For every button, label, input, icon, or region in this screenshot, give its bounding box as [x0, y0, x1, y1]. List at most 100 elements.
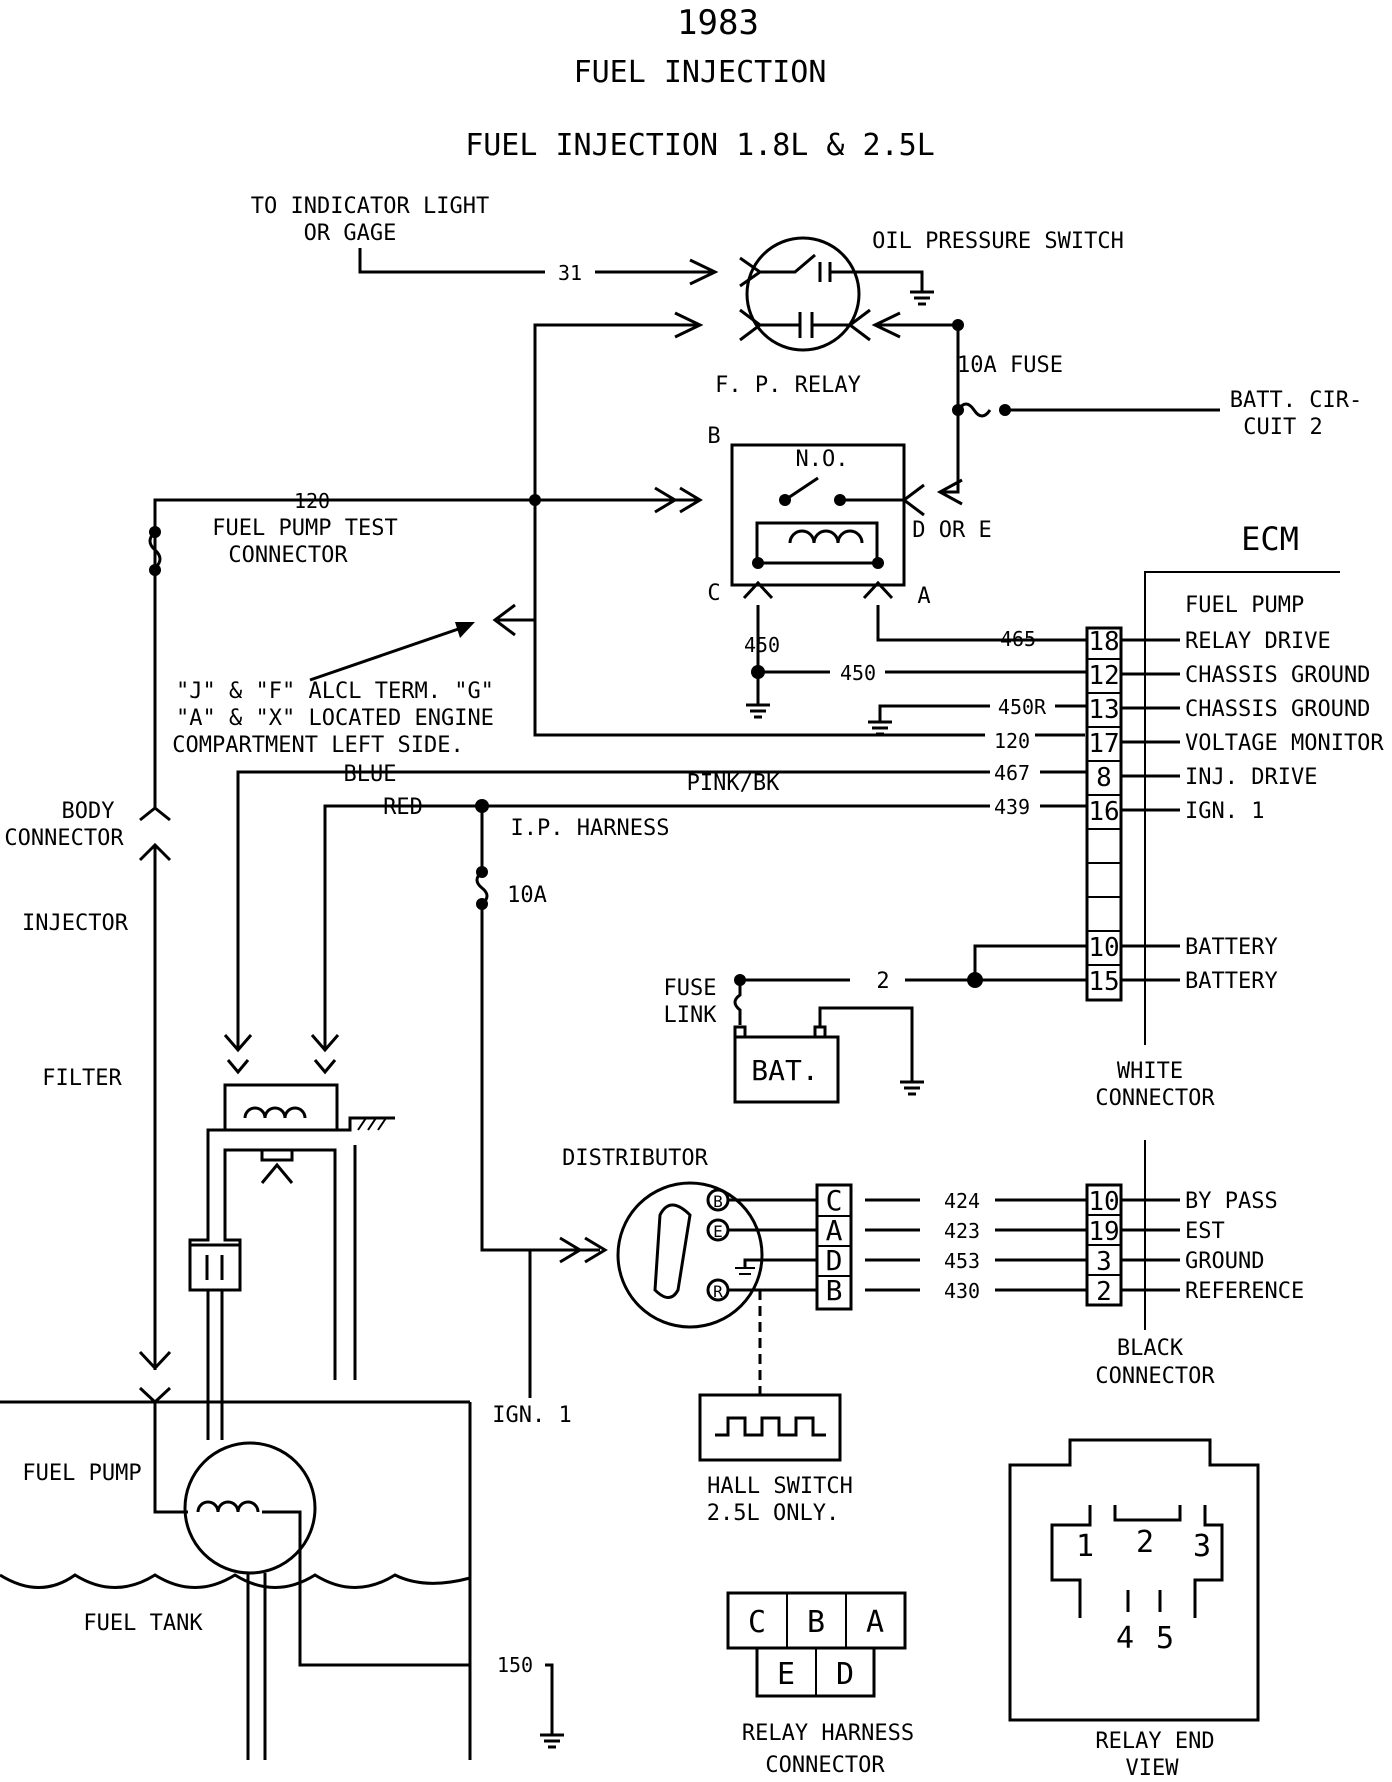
- injector-arrow-right: [310, 1034, 340, 1053]
- black-pin-3: 3: [1096, 1247, 1112, 1277]
- arrow-fuse-to-relay: [871, 311, 901, 339]
- relay-end-pin-1: 1: [1076, 1529, 1094, 1564]
- relay-no-label: N.O.: [796, 447, 849, 472]
- black-pin-19-function: EST: [1185, 1219, 1225, 1244]
- ecm-boundary-upper: [1144, 571, 1340, 1045]
- wire-453-label: 453: [944, 1249, 980, 1273]
- fuel-line-outer: [188, 1128, 337, 1380]
- dist-conn-d: D: [826, 1244, 843, 1277]
- fuel-pump-test-label-2: CONNECTOR: [228, 543, 348, 568]
- fuel-filter-symbol: [188, 1243, 242, 1292]
- ign-1-label: IGN. 1: [492, 1403, 571, 1428]
- relay-a-terminal: [862, 580, 894, 600]
- relay-harness-d: D: [836, 1657, 854, 1692]
- injector-body: [223, 1083, 339, 1132]
- relay-a-label: A: [917, 584, 930, 609]
- oil-pressure-switch-symbol: [745, 236, 861, 352]
- fuel-tank-label: FUEL TANK: [83, 1611, 203, 1636]
- injector-terminal-right: [313, 1059, 337, 1075]
- white-pin-12-function: CHASSIS GROUND: [1185, 663, 1370, 688]
- white-pin-15-function: BATTERY: [1185, 969, 1278, 994]
- injector-label: INJECTOR: [22, 911, 129, 936]
- relay-harness-label-2: CONNECTOR: [765, 1753, 885, 1778]
- wire-31-label: 31: [558, 261, 582, 285]
- white-pin-10-function: BATTERY: [1185, 935, 1278, 960]
- wire-battery-ground: [818, 1006, 914, 1082]
- dist-conn-c: C: [826, 1184, 843, 1217]
- ecm-label: ECM: [1241, 520, 1299, 558]
- diagram-subheading: FUEL INJECTION 1.8L & 2.5L: [465, 128, 935, 163]
- diagram-year: 1983: [677, 3, 759, 43]
- wire-430-label: 430: [944, 1279, 980, 1303]
- injector-nozzle: [260, 1148, 294, 1162]
- fuse-link-label-2: LINK: [664, 1003, 718, 1028]
- wire-467-blue: [236, 770, 990, 1050]
- white-pin-10: 10: [1088, 933, 1119, 963]
- battery-symbol: [733, 1035, 840, 1104]
- arrow-dist-2: [584, 1236, 608, 1264]
- wire-to-pump: [153, 1402, 188, 1514]
- wire-465: [876, 605, 1085, 642]
- relay-harness-c: C: [748, 1605, 766, 1640]
- relay-coil-symbol: [788, 529, 864, 544]
- relay-end-pin-4: 4: [1116, 1621, 1134, 1656]
- wire-pump-ground: [262, 1510, 470, 1667]
- relay-end-inner-left: [1050, 1505, 1092, 1618]
- relay-harness-b: B: [807, 1605, 825, 1640]
- fuel-pump-test-label-1: FUEL PUMP TEST: [212, 516, 397, 541]
- test-connector-fuse: [148, 530, 162, 570]
- wire-450-label: 450: [840, 661, 876, 685]
- wire-423-label: 423: [944, 1219, 980, 1243]
- wire-150-label: 150: [497, 1653, 533, 1677]
- dist-conn-a: A: [826, 1214, 843, 1247]
- arrow-fuse-to-relay-d: [936, 478, 963, 506]
- white-pin-13: 13: [1088, 695, 1119, 725]
- injector-coil: [243, 1106, 307, 1119]
- relay-end-label-1: RELAY END: [1095, 1729, 1214, 1754]
- blue-label: BLUE: [344, 762, 397, 787]
- black-pin-19: 19: [1088, 1217, 1119, 1247]
- relay-harness-e: E: [777, 1657, 795, 1692]
- wire-450r-a: [878, 704, 990, 722]
- fp-relay-label: F. P. RELAY: [715, 373, 861, 398]
- diagram-heading: FUEL INJECTION: [574, 55, 827, 90]
- white-pin-18: 18: [1088, 627, 1119, 657]
- relay-end-pin2-slot: [1113, 1505, 1182, 1522]
- black-connector-label-2: CONNECTOR: [1095, 1364, 1215, 1389]
- white-pin-8: 8: [1096, 763, 1112, 793]
- tank-connector-upper: [138, 1350, 172, 1371]
- relay-coil-c: [752, 557, 764, 569]
- hatch-2: [367, 1117, 377, 1131]
- black-pin-3-function: GROUND: [1185, 1249, 1264, 1274]
- wire-fuse-to-relay-d: [940, 410, 960, 494]
- wire-31-left: [358, 248, 545, 274]
- wire-467-label: 467: [994, 761, 1030, 785]
- wire-450-vertical-label: 450: [744, 633, 780, 657]
- black-pin-2-function: REFERENCE: [1185, 1279, 1304, 1304]
- arrow-31: [689, 258, 719, 286]
- white-connector-label-2: CONNECTOR: [1095, 1086, 1215, 1111]
- black-pin-2: 2: [1096, 1277, 1112, 1307]
- fuse-10a-small-label: 10A: [507, 883, 547, 908]
- alcl-label-2: "A" & "X" LOCATED ENGINE: [176, 706, 494, 731]
- fuse-10a-small-symbol: [475, 870, 489, 906]
- wire-120-main: [533, 323, 1085, 737]
- distributor-rotor: [653, 1203, 692, 1299]
- dist-wire-d: [743, 1258, 817, 1268]
- wire-120-top-label: 120: [294, 489, 330, 513]
- relay-b-label: B: [707, 424, 720, 449]
- hall-switch-label-1: HALL SWITCH: [707, 1474, 853, 1499]
- wire-439-red: [323, 804, 990, 1050]
- fuel-pump-symbol: [183, 1441, 317, 1575]
- relay-coil-a: [872, 557, 884, 569]
- wire-450r-label: 450R: [998, 695, 1047, 719]
- filter-label: FILTER: [42, 1066, 122, 1091]
- alcl-label-3: COMPARTMENT LEFT SIDE.: [172, 733, 463, 758]
- white-connector-label-1: WHITE: [1117, 1059, 1183, 1084]
- wire-2-label: 2: [876, 969, 889, 994]
- arrow-dist-1: [559, 1236, 583, 1264]
- hatch-1: [357, 1117, 367, 1131]
- body-connector-label-1: BODY: [62, 799, 115, 824]
- white-pin-13-function: CHASSIS GROUND: [1185, 697, 1370, 722]
- relay-end-pin-3: 3: [1193, 1529, 1211, 1564]
